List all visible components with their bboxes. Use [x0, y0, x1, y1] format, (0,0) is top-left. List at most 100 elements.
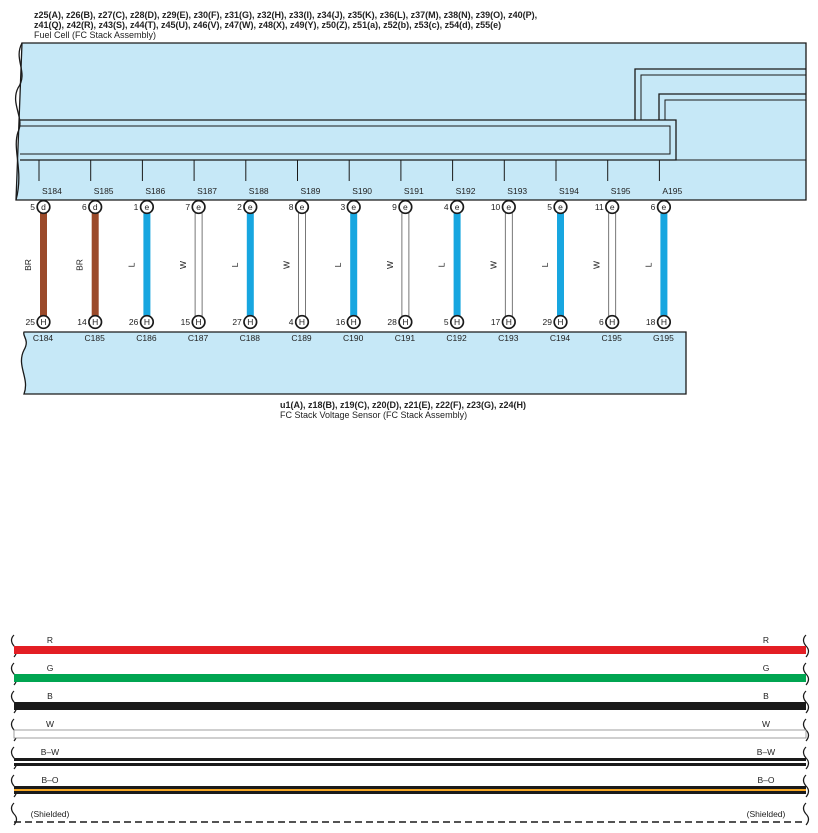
wire: [194, 212, 203, 317]
legend-label-right: B: [763, 691, 769, 701]
legend-wire: [14, 646, 806, 654]
legend-label-left: R: [47, 635, 53, 645]
top-pin-number: 4: [444, 202, 449, 212]
bottom-connector-code: H: [402, 317, 408, 327]
bottom-pin-number: 16: [336, 317, 346, 327]
wire-color-code: L: [437, 262, 447, 267]
wire-color-code: W: [282, 261, 292, 269]
bottom-pin-circle: [449, 314, 465, 330]
top-terminal-label: S186: [145, 186, 165, 196]
top-pin-circle: [605, 199, 620, 215]
wire: [350, 213, 358, 316]
top-pin-number: 3: [340, 202, 345, 212]
top-pin-number: 8: [289, 202, 294, 212]
wire: [608, 212, 617, 317]
bottom-pin-number: 18: [646, 317, 656, 327]
legend-wire: [14, 674, 806, 682]
bottom-pin-number: 15: [181, 317, 191, 327]
top-pin-number: 5: [30, 202, 35, 212]
bottom-terminal-label: C186: [136, 333, 157, 343]
top-component-codes: z25(A), z26(B), z27(C), z28(D), z29(E), …: [34, 10, 537, 40]
legend-row: (Shielded)(Shielded): [10, 802, 810, 826]
bottom-pin-circle: [398, 314, 413, 330]
bottom-pin-number: 6: [599, 317, 604, 327]
bottom-connector-code: H: [351, 317, 357, 327]
top-connector-code: e: [455, 202, 460, 212]
bottom-pin-number: 4: [289, 317, 294, 327]
top-pin-number: 5: [547, 202, 552, 212]
wire-color-code: L: [540, 262, 550, 267]
wire: [143, 213, 151, 316]
top-terminal-label: S193: [507, 186, 527, 196]
wire-color-code: L: [126, 262, 136, 267]
top-connector-code: e: [248, 202, 253, 212]
legend-label-right: B–W: [757, 747, 775, 757]
top-terminal-label: S185: [94, 186, 114, 196]
top-pin-circle: [346, 199, 361, 215]
top-codes-line2: z41(Q), z42(R), z43(S), z44(T), z45(U), …: [34, 20, 502, 30]
top-terminal-label: S187: [197, 186, 217, 196]
top-connector-code: e: [662, 202, 667, 212]
bottom-pin-circle: [294, 314, 310, 330]
bottom-connector-code: H: [247, 317, 253, 327]
bottom-terminal-label: C193: [498, 333, 519, 343]
bottom-pin-number: 27: [232, 317, 242, 327]
top-pin-circle: [449, 199, 465, 215]
top-pin-circle: [398, 199, 413, 215]
top-pin-number: 9: [392, 202, 397, 212]
bottom-connector-code: H: [40, 317, 46, 327]
top-connector-code: d: [93, 202, 98, 212]
wire-color-code: W: [178, 261, 188, 269]
legend-wire: [13, 729, 807, 739]
wire: [246, 213, 254, 316]
wire: [40, 213, 47, 316]
wire-color-code: BR: [23, 259, 33, 271]
top-pin-circle: [36, 199, 51, 215]
bottom-pin-circle: [243, 314, 258, 330]
wire-color-code: L: [643, 262, 653, 267]
voltage-sensor-connector: [20, 331, 687, 395]
bottom-connector-code: H: [144, 317, 150, 327]
bottom-connector-code: H: [506, 317, 512, 327]
top-pin-number: 10: [491, 202, 501, 212]
bottom-pin-circle: [36, 314, 51, 330]
bottom-component-name: FC Stack Voltage Sensor (FC Stack Assemb…: [280, 410, 468, 420]
top-pin-circle: [294, 199, 310, 215]
top-pin-circle: [191, 199, 206, 215]
bottom-pin-circle: [191, 314, 206, 330]
bottom-connector-code: H: [609, 317, 615, 327]
bottom-pin-number: 28: [387, 317, 397, 327]
legend-label-right: (Shielded): [747, 809, 786, 819]
legend-wire: [14, 702, 806, 710]
top-pin-circle: [656, 199, 672, 215]
top-pin-number: 6: [82, 202, 87, 212]
top-connector-code: e: [403, 202, 408, 212]
bottom-pin-number: 5: [444, 317, 449, 327]
top-connector-code: e: [145, 202, 150, 212]
wire: [453, 213, 461, 316]
bottom-codes: u1(A), z18(B), z19(C), z20(D), z21(E), z…: [280, 400, 527, 410]
top-connector-code: e: [610, 202, 615, 212]
top-terminal-label: S194: [559, 186, 579, 196]
legend-label-right: R: [763, 635, 769, 645]
legend-label-left: W: [46, 719, 54, 729]
top-pin-number: 11: [595, 202, 604, 212]
bottom-pin-circle: [605, 314, 620, 330]
wire: [660, 213, 668, 316]
legend-label-right: B–O: [757, 775, 774, 785]
legend-label-right: G: [763, 663, 770, 673]
top-pin-circle: [243, 199, 258, 215]
bottom-connector-code: H: [92, 317, 98, 327]
